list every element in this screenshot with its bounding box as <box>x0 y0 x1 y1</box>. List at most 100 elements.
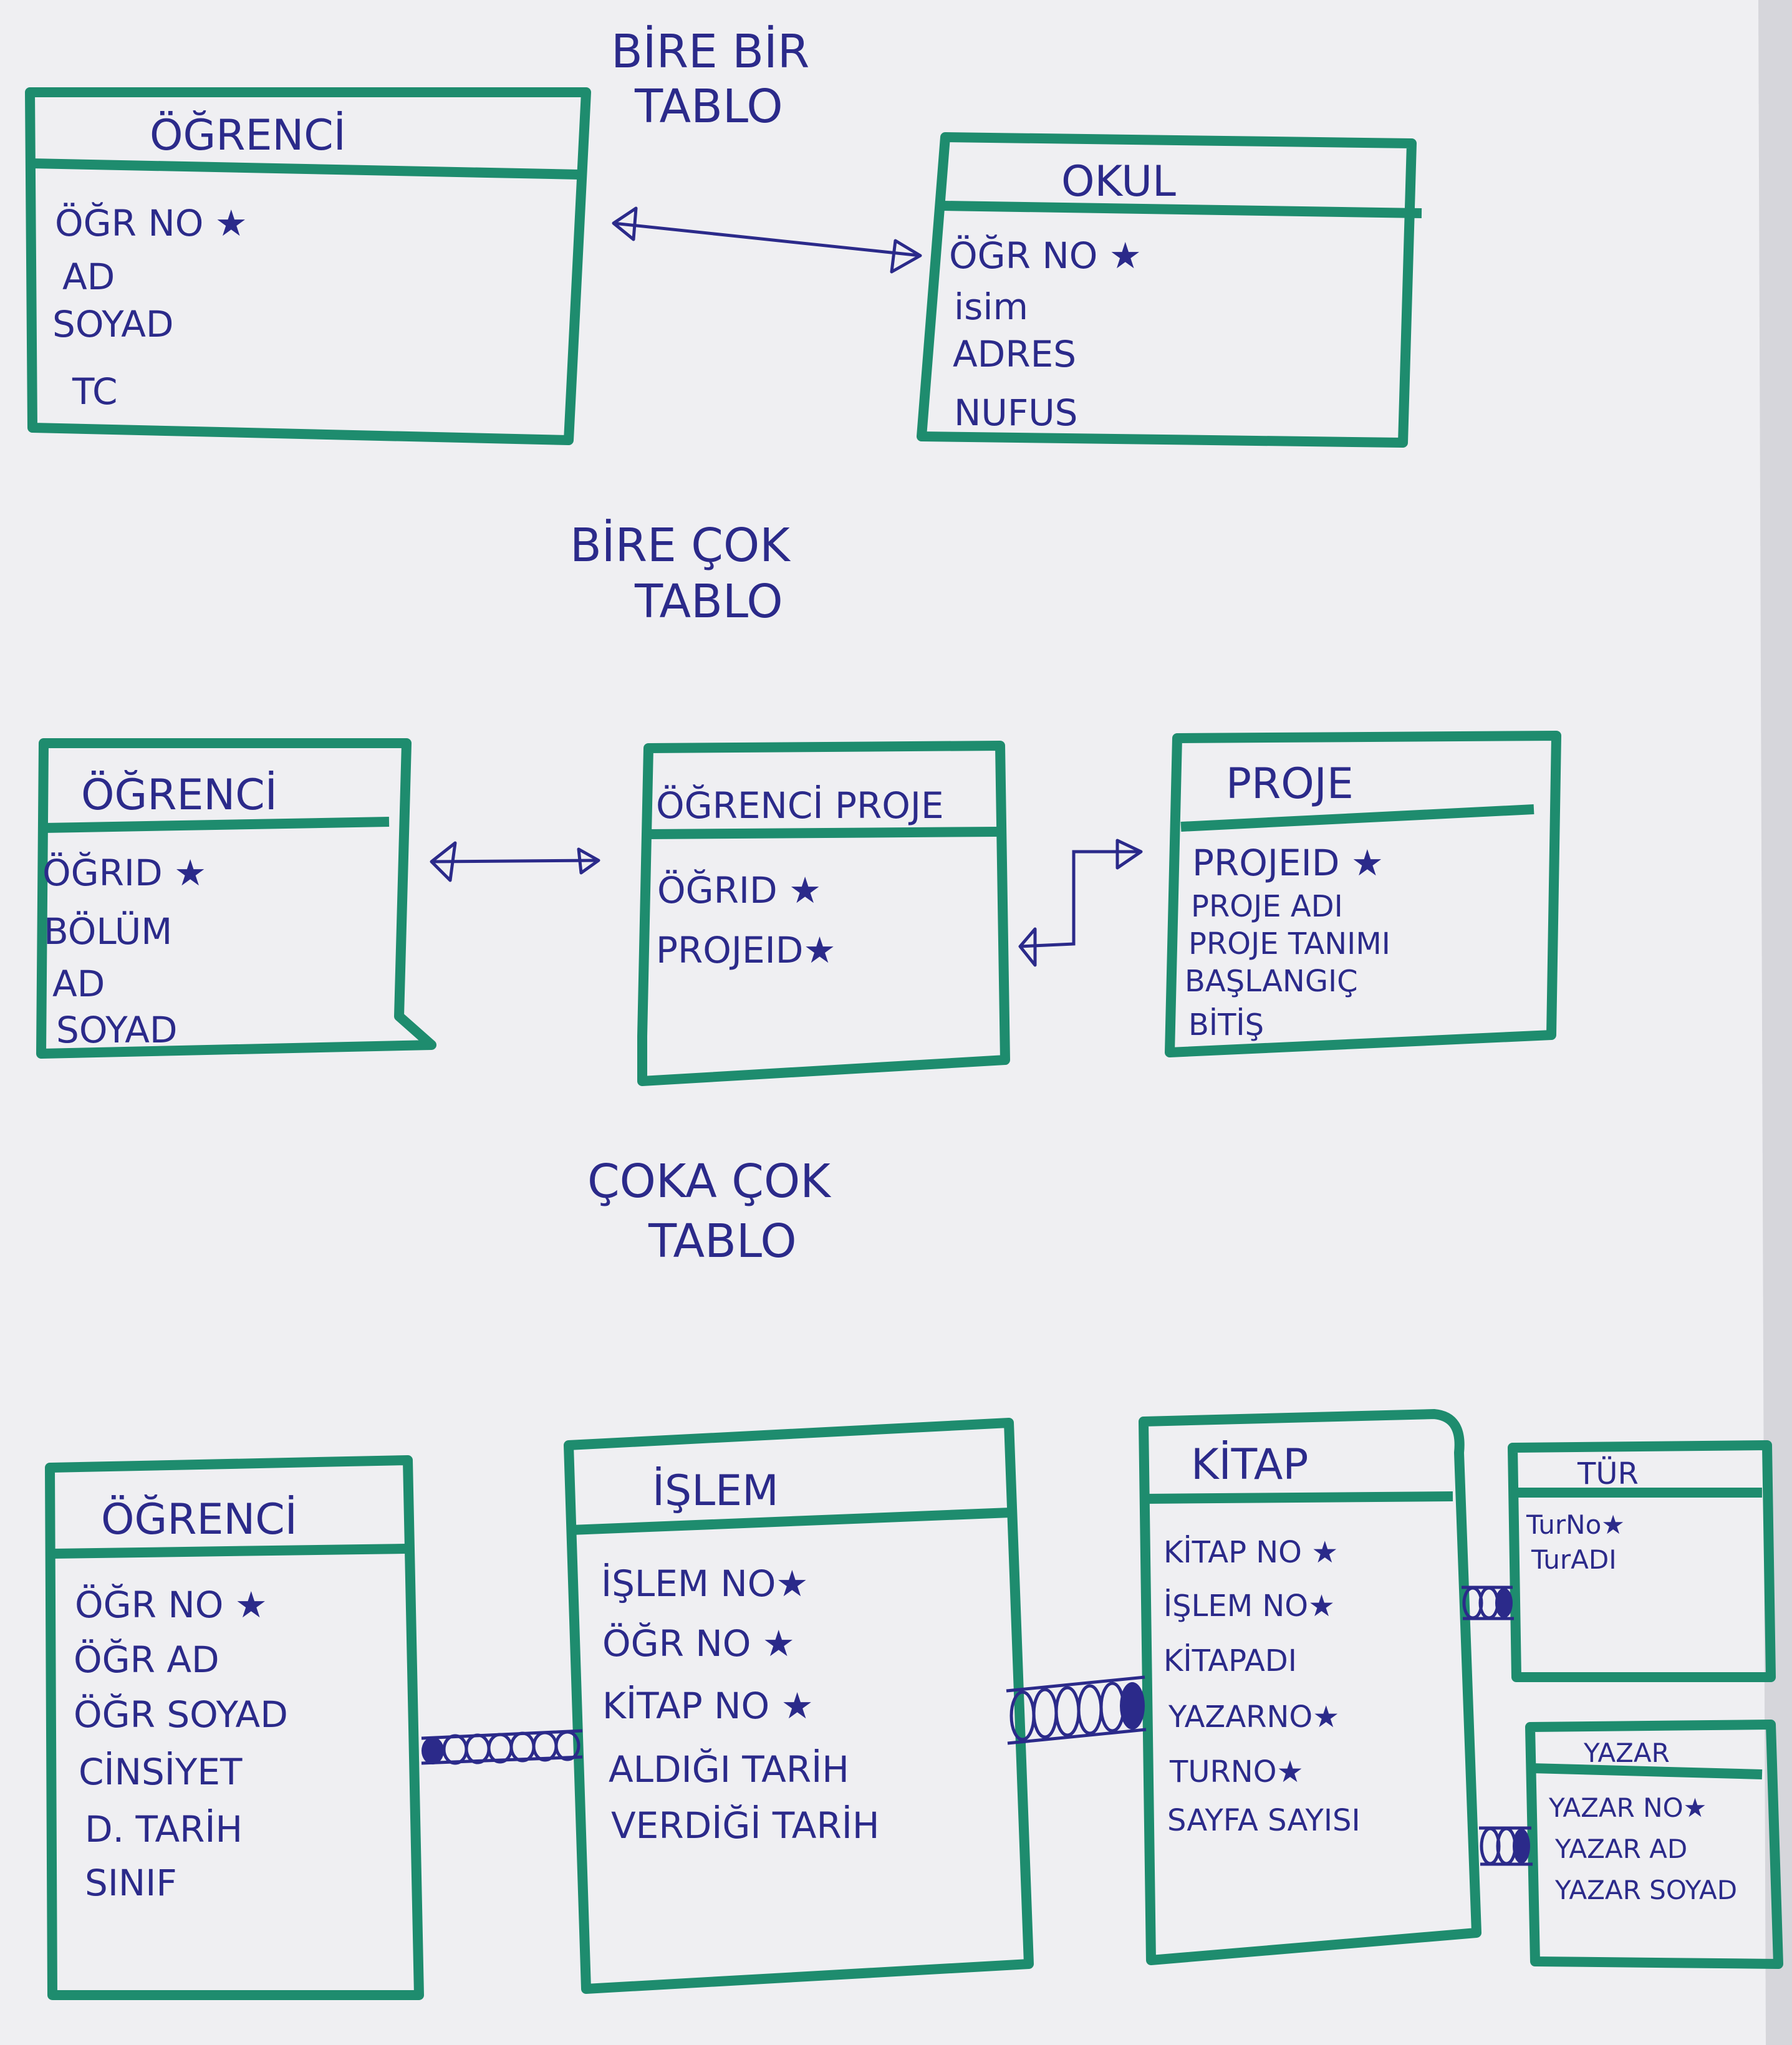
table-field: YAZAR SOYAD <box>1554 1875 1737 1905</box>
table-field: TurNo★ <box>1526 1509 1625 1540</box>
section-title-line2: TABLO <box>634 80 783 133</box>
table-ogrenci-3: ÖĞRENCİ ÖĞR NO ★ ÖĞR AD ÖĞR SOYAD CİNSİY… <box>45 1455 424 2000</box>
relationship-line <box>1019 850 1141 948</box>
table-field: isim <box>954 286 1028 328</box>
table-header-divider <box>942 201 1422 218</box>
table-field: ÖĞR AD <box>74 1638 219 1681</box>
relationship-end-dot <box>1120 1682 1145 1730</box>
relationship-line <box>431 859 599 864</box>
section-title-line1: BİRE BİR <box>611 24 809 79</box>
section-title-line1: BİRE ÇOK <box>570 518 791 572</box>
table-name: YAZAR <box>1583 1738 1670 1768</box>
table-field: KİTAP NO ★ <box>1163 1535 1338 1570</box>
table-header-divider <box>571 1508 1011 1535</box>
relationship-end-dot <box>422 1737 444 1764</box>
table-field: SOYAD <box>52 303 174 345</box>
table-field: SAYFA SAYISI <box>1167 1803 1361 1838</box>
table-field: ÖĞR SOYAD <box>74 1693 288 1736</box>
table-header-divider <box>1180 804 1534 832</box>
relationship-ogrenci-to-ogrenci-proje <box>430 841 600 882</box>
table-field: NUFUS <box>954 392 1077 434</box>
table-field: ÖĞRID ★ <box>42 851 206 894</box>
table-field: PROJEID ★ <box>1192 842 1384 884</box>
section-title-line2: TABLO <box>648 1215 797 1268</box>
table-name: ÖĞRENCİ <box>150 110 346 160</box>
table-field: ADRES <box>953 333 1076 375</box>
table-header-divider <box>1143 1491 1453 1504</box>
table-field: YAZAR NO★ <box>1548 1792 1707 1823</box>
table-name: PROJE <box>1226 759 1354 809</box>
table-field: AD <box>52 963 105 1005</box>
table-field: TC <box>72 370 118 413</box>
relationship-line <box>1007 1728 1147 1745</box>
arrow-head-end <box>1115 839 1143 870</box>
table-name: TÜR <box>1577 1456 1639 1491</box>
table-ogrenci-2: ÖĞRENCİ ÖĞRID ★ BÖLÜM AD SOYAD <box>36 738 436 1059</box>
table-field: YAZAR AD <box>1554 1834 1687 1864</box>
table-border <box>917 132 1417 448</box>
table-field: BİTİŞ <box>1188 1008 1264 1042</box>
table-field: KİTAP NO ★ <box>602 1685 814 1727</box>
relationship-kitap-to-yazar <box>1479 1826 1533 1866</box>
table-field: CİNSİYET <box>79 1751 243 1793</box>
table-field: ÖĞRID ★ <box>657 869 821 912</box>
table-field: VERDİĞİ TARİH <box>611 1804 880 1847</box>
table-name: OKUL <box>1061 157 1176 206</box>
table-field: BÖLÜM <box>44 910 172 953</box>
arrow-head-end <box>890 239 922 274</box>
relationship-line <box>613 221 921 257</box>
relationship-end-dot <box>1495 1588 1513 1618</box>
relationship-ogrenci-to-islem <box>421 1729 583 1765</box>
table-field: ÖĞR NO ★ <box>949 234 1142 277</box>
arrow-head-end <box>577 847 600 875</box>
table-proje: PROJE PROJEID ★ PROJE ADI PROJE TANIMI B… <box>1165 731 1561 1057</box>
table-header-divider <box>51 1544 406 1559</box>
arrow-head-start <box>612 206 638 241</box>
section-many-to-many: ÇOKA ÇOK TABLO ÖĞRENCİ ÖĞR NO ★ ÖĞR AD Ö… <box>45 1155 1783 2000</box>
table-field: İŞLEM NO★ <box>601 1562 808 1605</box>
section-title-line2: TABLO <box>634 575 783 628</box>
table-yazar: YAZAR YAZAR NO★ YAZAR AD YAZAR SOYAD <box>1525 1720 1783 1969</box>
relationship-kitap-to-tur <box>1462 1585 1514 1620</box>
table-name: ÖĞRENCİ <box>101 1494 297 1544</box>
table-tur: TÜR TurNo★ TurADI <box>1508 1440 1776 1682</box>
table-border <box>564 1418 1034 1994</box>
table-name: KİTAP <box>1191 1440 1308 1489</box>
table-field: YAZARNO★ <box>1168 1700 1339 1735</box>
table-field: ÖĞR NO ★ <box>55 201 248 244</box>
table-field: TurADI <box>1531 1544 1617 1575</box>
relationship-one-to-one <box>612 206 922 274</box>
table-ogrenci-1: ÖĞRENCİ ÖĞR NO ★ AD SOYAD TC <box>25 87 591 445</box>
table-okul: OKUL ÖĞR NO ★ isim ADRES NUFUS <box>917 132 1422 448</box>
table-field: PROJEID★ <box>656 929 836 971</box>
table-name: ÖĞRENCİ <box>81 770 277 820</box>
section-one-to-many: BİRE ÇOK TABLO ÖĞRENCİ ÖĞRID ★ BÖLÜM AD … <box>36 518 1561 1086</box>
table-field: İŞLEM NO★ <box>1163 1589 1335 1624</box>
table-field: AD <box>62 256 115 298</box>
table-islem: İŞLEM İŞLEM NO★ ÖĞR NO ★ KİTAP NO ★ ALDI… <box>564 1418 1034 1994</box>
table-field: SOYAD <box>56 1009 178 1051</box>
table-border <box>1525 1720 1783 1969</box>
table-name: ÖĞRENCİ PROJE <box>656 784 944 827</box>
arrow-head-start <box>1018 927 1037 967</box>
arrow-head-start <box>430 841 457 882</box>
table-border <box>36 738 436 1059</box>
table-border <box>25 87 591 445</box>
table-field: KİTAPADI <box>1163 1643 1297 1678</box>
table-field: PROJE TANIMI <box>1188 926 1390 961</box>
section-title-line1: ÇOKA ÇOK <box>587 1155 832 1208</box>
table-border <box>45 1455 424 2000</box>
table-border <box>637 741 1010 1086</box>
table-field: ALDIĞI TARİH <box>609 1748 849 1791</box>
table-header-divider <box>43 817 390 833</box>
table-field: PROJE ADI <box>1191 889 1343 924</box>
table-border <box>1508 1440 1776 1682</box>
table-field: BAŞLANGIÇ <box>1185 964 1358 999</box>
section-one-to-one: BİRE BİR TABLO ÖĞRENCİ ÖĞR NO ★ AD SOYAD… <box>25 24 1422 448</box>
table-field: ÖĞR NO ★ <box>602 1622 795 1665</box>
table-header-divider <box>31 158 580 180</box>
relationship-ogrenci-proje-to-proje <box>1018 839 1143 967</box>
relationship-end-dot <box>1513 1829 1530 1864</box>
table-name: İŞLEM <box>652 1466 779 1516</box>
